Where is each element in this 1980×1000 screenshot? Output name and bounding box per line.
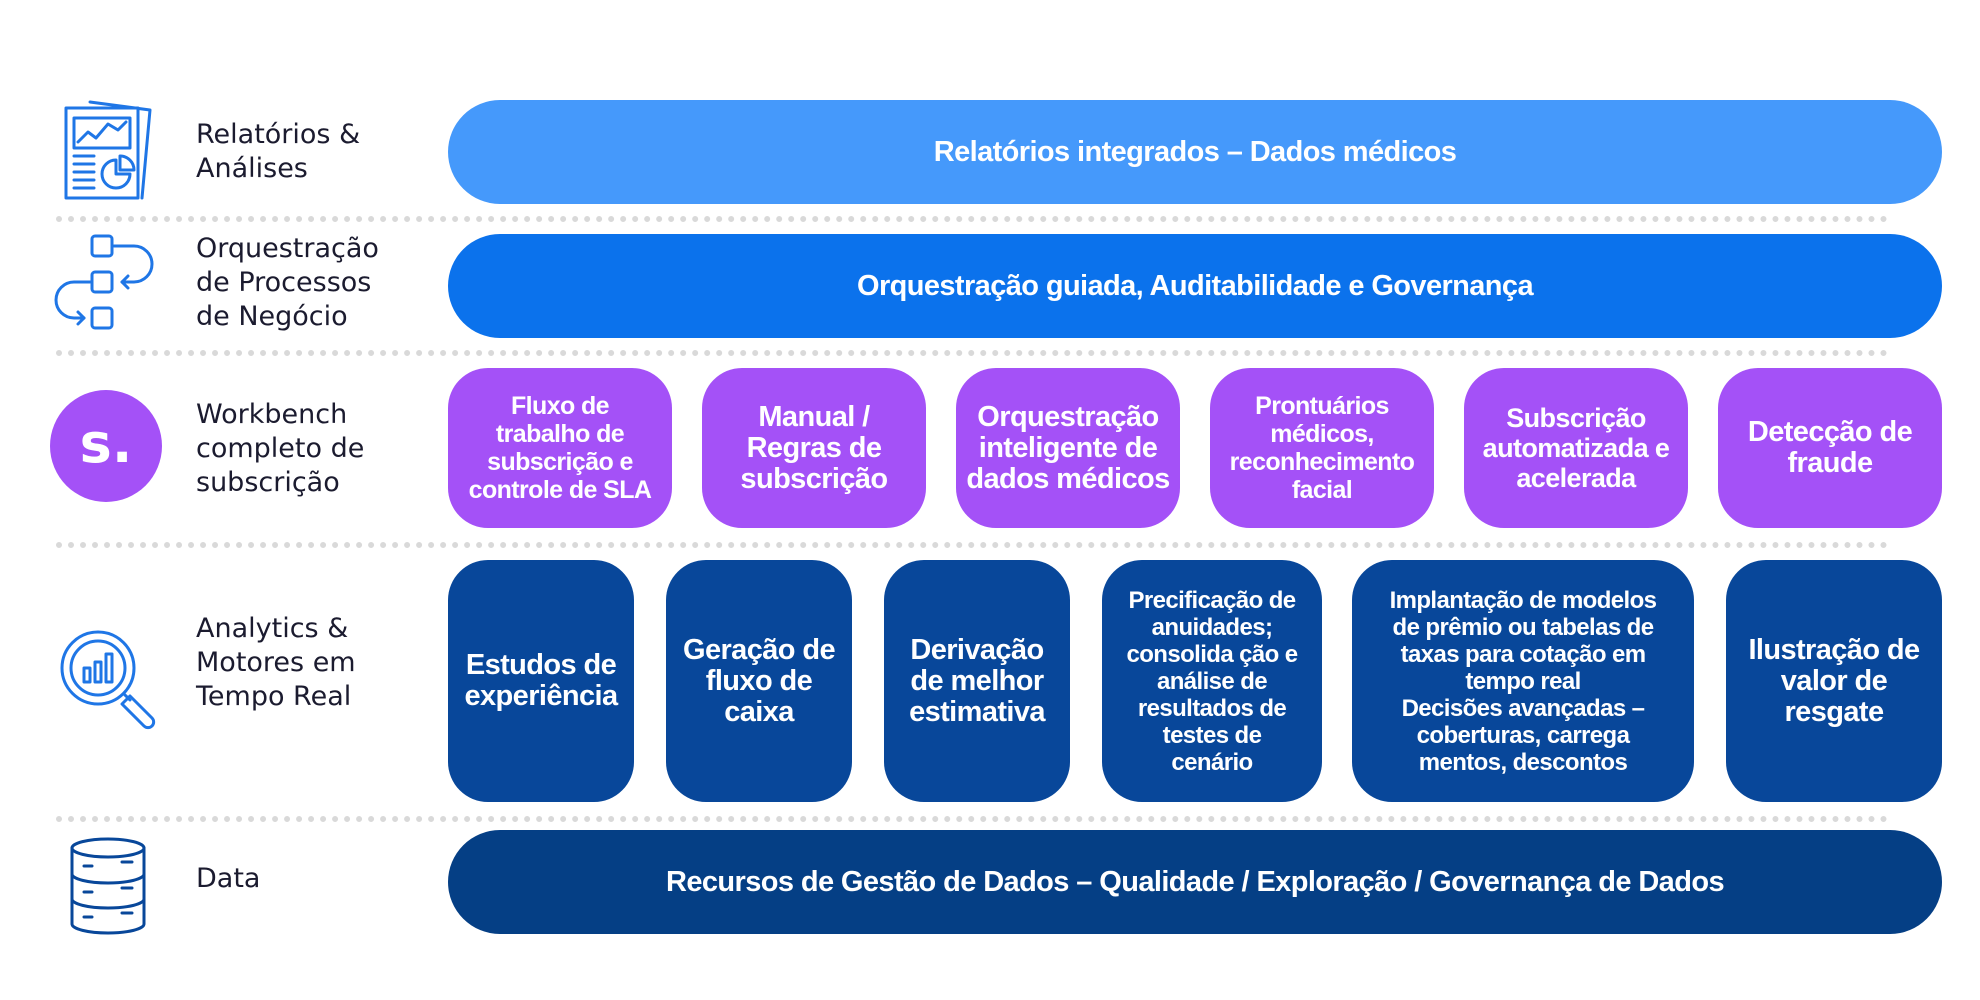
analytics-box-surrender-value: Ilustração de valor de resgate [1726,560,1942,802]
analytics-box-annuity-pricing: Precificação de anuidades; consolida ção… [1102,560,1322,802]
row-separator [56,350,1888,356]
row-label-analytics: Analytics & Motores em Tempo Real [196,613,356,712]
row-separator [56,542,1888,548]
analytics-box-cash-flow: Geração de fluxo de caixa [666,560,852,802]
database-icon [66,836,150,936]
row-label-orchestration: Orquestração de Processos de Negócio [196,233,379,332]
data-bar: Recursos de Gestão de Dados – Qualidade … [448,830,1942,934]
analytics-box-experience-studies: Estudos de experiência [448,560,634,802]
row-label-data: Data [196,863,261,894]
row-separator [56,816,1888,822]
workbench-box-sla-workflow: Fluxo de trabalho de subscrição e contro… [448,368,672,528]
workbench-box-medical-data: Orquestração inteligente de dados médico… [956,368,1180,528]
row-separator [56,216,1888,222]
analytics-box-real-time-models: Implantação de modelos de prêmio ou tabe… [1352,560,1694,802]
reports-bar: Relatórios integrados – Dados médicos [448,100,1942,204]
workbench-box-fraud-detection: Detecção de fraude [1718,368,1942,528]
row-label-workbench: Workbench completo de subscrição [196,399,365,498]
workbench-box-medical-records: Prontuários médicos, reconhecimento faci… [1210,368,1434,528]
analytics-box-best-estimate: Derivação de melhor estimativa [884,560,1070,802]
orchestration-bar: Orquestração guiada, Auditabilidade e Go… [448,234,1942,338]
s-logo-icon: s. [50,390,162,502]
workbench-box-manual-rules: Manual / Regras de subscrição [702,368,926,528]
workbench-box-automated-underwriting: Subscrição automatizada e acelerada [1464,368,1688,528]
analytics-magnifier-icon [58,628,164,734]
report-chart-icon [60,98,156,202]
row-label-reports: Relatórios & Análises [196,119,361,184]
process-flow-icon [52,232,164,336]
s-logo-letter: s. [79,412,133,475]
